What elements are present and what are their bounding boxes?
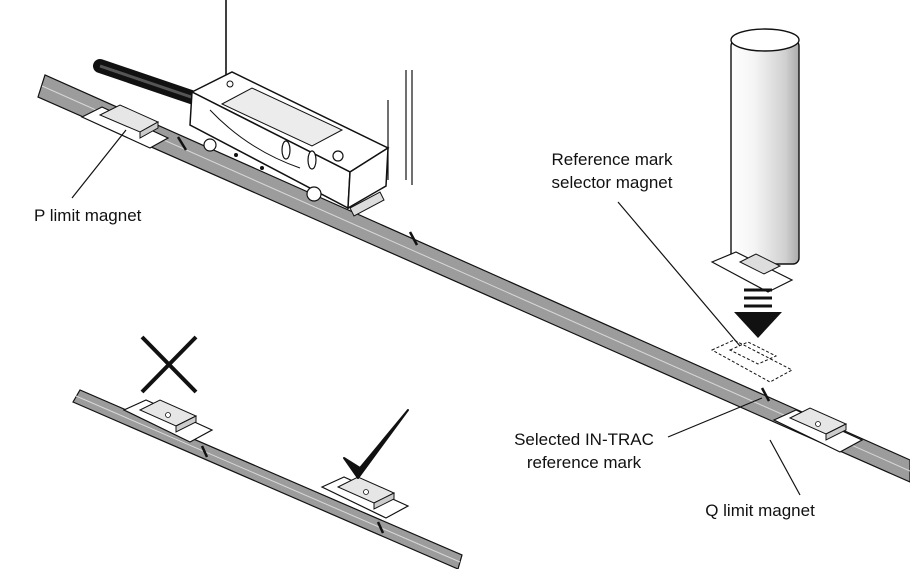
- main-scale-tape: [37, 74, 910, 483]
- example-scale-tape: [72, 389, 463, 569]
- check-mark-icon: [343, 409, 409, 479]
- p-limit-label: P limit magnet: [34, 206, 142, 225]
- q-limit-label: Q limit magnet: [705, 501, 815, 520]
- readhead: [189, 71, 390, 217]
- selected-mark-label-line2: reference mark: [527, 453, 642, 472]
- ref-selector-label-line2: selector magnet: [552, 173, 673, 192]
- ref-selector-label-line1: Reference mark: [552, 150, 673, 169]
- q-limit-magnet: [772, 407, 864, 453]
- leader-lines: [71, 129, 801, 496]
- magnet-correct-position: [320, 476, 410, 519]
- readhead-cable: [93, 59, 207, 107]
- selected-mark-label-line1: Selected IN-TRAC: [514, 430, 654, 449]
- cross-mark-icon: [140, 335, 198, 394]
- selector-magnet-outline: [710, 339, 794, 383]
- p-limit-magnet: [80, 104, 170, 149]
- reference-selector-applicator: [710, 28, 800, 293]
- apply-arrow-icon: [734, 288, 782, 338]
- mounting-bracket: [225, 0, 413, 185]
- magnet-incorrect-position: [122, 399, 214, 443]
